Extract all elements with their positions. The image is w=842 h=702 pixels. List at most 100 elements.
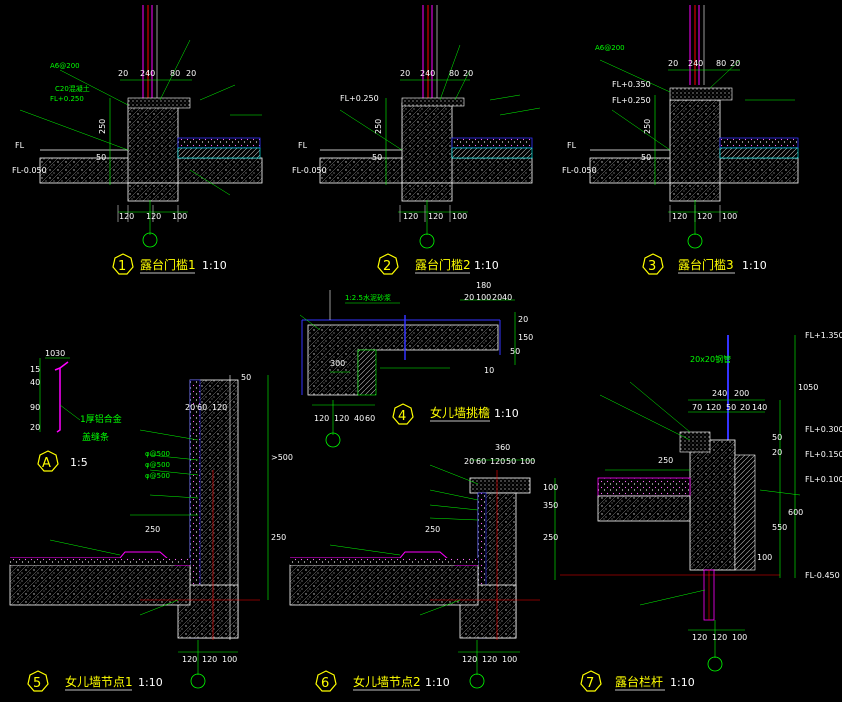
detail-2-label-0: FL+0.250 bbox=[340, 94, 379, 103]
detail-6: 120 120 100 360 20 60 120 50 100 250 350… bbox=[289, 443, 558, 692]
detail-4-dim-side-3: 10 bbox=[484, 366, 494, 375]
detail-6-dim-top-4: 50 bbox=[506, 457, 516, 466]
detail-6-number: 6 bbox=[321, 676, 329, 691]
detail-7-dim-top-0: 240 bbox=[712, 389, 727, 398]
detail-4-title: 女儿墙挑檐 bbox=[430, 405, 490, 420]
detail-3-dim-side-0: 250 bbox=[643, 119, 652, 134]
detail-2-dim-side-0: 250 bbox=[374, 119, 383, 134]
detail-6-dim-bottom-0: 120 bbox=[462, 655, 477, 664]
detail-4-dim-bottom-1: 120 bbox=[334, 414, 349, 423]
detail-3-label-4: FL-0.050 bbox=[562, 166, 597, 175]
detail-a-dim-side-2: 90 bbox=[30, 403, 40, 412]
detail-7: 120 120 100 240 70 120 50 20 140 1050 55… bbox=[560, 331, 842, 692]
detail-5-label-2: φ@500 bbox=[145, 461, 170, 469]
detail-3-dim-bottom-0: 120 bbox=[672, 212, 687, 221]
detail-3-number: 3 bbox=[648, 259, 656, 274]
detail-2-dim-top-3: 20 bbox=[463, 69, 473, 78]
detail-7-dim-top-4: 20 bbox=[740, 403, 750, 412]
detail-7-number: 7 bbox=[586, 676, 594, 691]
detail-3-label-0: A6@200 bbox=[595, 44, 625, 52]
detail-1-label-2: FL+0.250 bbox=[50, 95, 84, 103]
detail-7-dim-side-2: 600 bbox=[788, 508, 803, 517]
detail-5: 120 120 100 20 60 120 50 >500 250 250 φ@… bbox=[9, 373, 293, 692]
detail-2-dim-bottom-0: 120 bbox=[403, 212, 418, 221]
detail-1-scale: 1:10 bbox=[202, 259, 227, 272]
detail-2-dim-side-1: 50 bbox=[372, 153, 382, 162]
detail-1-number: 1 bbox=[118, 259, 126, 274]
detail-6-scale: 1:10 bbox=[425, 676, 450, 689]
detail-2: 20 240 80 20 120 120 100 250 50 FL+0.250… bbox=[292, 5, 541, 275]
detail-6-dim-side-1: 350 bbox=[543, 501, 558, 510]
detail-7-dim-side-5: 20 bbox=[772, 448, 782, 457]
detail-2-dim-bottom-1: 120 bbox=[428, 212, 443, 221]
detail-7-dim-bottom-1: 120 bbox=[712, 633, 727, 642]
detail-4-dim-top-4: 40 bbox=[502, 293, 512, 302]
detail-4-dim-top-2: 100 bbox=[476, 293, 491, 302]
detail-7-dim-side-4: 50 bbox=[772, 433, 782, 442]
detail-4-dim-top-3: 20 bbox=[492, 293, 502, 302]
detail-4-dim-side-2: 50 bbox=[510, 347, 520, 356]
detail-3-dim-top-2: 80 bbox=[716, 59, 726, 68]
detail-3-label-3: FL bbox=[567, 141, 577, 150]
detail-7-label-4: FL+0.100 bbox=[805, 475, 842, 484]
detail-1-title: 露台门槛1 bbox=[140, 257, 196, 272]
detail-2-number: 2 bbox=[383, 259, 391, 274]
detail-6-dim-bottom-2: 100 bbox=[502, 655, 517, 664]
detail-6-dim-top-1: 20 bbox=[464, 457, 474, 466]
detail-7-label-6: 250 bbox=[658, 456, 673, 465]
detail-3-dim-top-3: 20 bbox=[730, 59, 740, 68]
detail-4: 120 120 40 60 180 20 100 20 40 20 150 50… bbox=[299, 281, 533, 448]
detail-5-dim-side-0: >500 bbox=[271, 453, 293, 462]
detail-1-dim-top-2: 80 bbox=[170, 69, 180, 78]
detail-2-dim-bottom-2: 100 bbox=[452, 212, 467, 221]
detail-6-dim-top-5: 100 bbox=[520, 457, 535, 466]
detail-5-dim-bottom-2: 100 bbox=[222, 655, 237, 664]
detail-4-dim-side-0: 20 bbox=[518, 315, 528, 324]
detail-4-dim-bottom-0: 120 bbox=[314, 414, 329, 423]
detail-7-label-7: 200 bbox=[734, 389, 749, 398]
detail-a-dim-side-1: 40 bbox=[30, 378, 40, 387]
detail-7-label-5: FL-0.450 bbox=[805, 571, 840, 580]
detail-3-label-2: FL+0.250 bbox=[612, 96, 651, 105]
detail-5-label-1: φ@500 bbox=[145, 450, 170, 458]
detail-5-dim-top-2: 120 bbox=[212, 403, 227, 412]
detail-7-dim-side-0: 1050 bbox=[798, 383, 818, 392]
detail-7-dim-top-3: 50 bbox=[726, 403, 736, 412]
detail-5-dim-top-3: 50 bbox=[241, 373, 251, 382]
detail-5-dim-top-0: 20 bbox=[185, 403, 195, 412]
detail-a-scale: 1:5 bbox=[70, 456, 88, 469]
detail-a: 10 30 15 40 90 20 1厚铝合金 盖缝条 A 1:5 bbox=[30, 349, 122, 472]
detail-a-title: 1厚铝合金 bbox=[80, 413, 122, 425]
detail-3-scale: 1:10 bbox=[742, 259, 767, 272]
detail-7-label-0: 20x20钢管 bbox=[690, 354, 731, 364]
detail-7-scale: 1:10 bbox=[670, 676, 695, 689]
detail-3-dim-bottom-2: 100 bbox=[722, 212, 737, 221]
detail-5-dim-bottom-0: 120 bbox=[182, 655, 197, 664]
detail-5-scale: 1:10 bbox=[138, 676, 163, 689]
detail-7-title: 露台栏杆 bbox=[615, 674, 663, 689]
detail-5-dim-top-1: 60 bbox=[197, 403, 207, 412]
detail-6-label-0: 250 bbox=[425, 525, 440, 534]
detail-a-subtitle: 盖缝条 bbox=[82, 431, 109, 443]
detail-a-dim-side-0: 15 bbox=[30, 365, 40, 374]
detail-3-dim-top-0: 20 bbox=[668, 59, 678, 68]
detail-4-dim-bottom-2: 40 bbox=[354, 414, 364, 423]
detail-7-dim-side-3: 100 bbox=[757, 553, 772, 562]
detail-7-label-1: FL+1.350 bbox=[805, 331, 842, 340]
detail-3-dim-top-1: 240 bbox=[688, 59, 703, 68]
detail-4-label-0: 1:2.5水泥砂浆 bbox=[345, 293, 391, 302]
detail-4-dim-top-0: 180 bbox=[476, 281, 491, 290]
detail-a-dim-side-3: 20 bbox=[30, 423, 40, 432]
detail-6-dim-top-0: 360 bbox=[495, 443, 510, 452]
detail-4-dim-top-1: 20 bbox=[464, 293, 474, 302]
detail-6-dim-top-2: 60 bbox=[476, 457, 486, 466]
detail-6-dim-side-0: 250 bbox=[543, 533, 558, 542]
detail-4-dim-bottom-3: 60 bbox=[365, 414, 375, 423]
detail-4-label-1: 300 bbox=[330, 359, 345, 368]
detail-3-title: 露台门槛3 bbox=[678, 257, 734, 272]
detail-6-title: 女儿墙节点2 bbox=[353, 674, 421, 689]
detail-1-dim-top-3: 20 bbox=[186, 69, 196, 78]
detail-6-dim-side-2: 100 bbox=[543, 483, 558, 492]
detail-7-dim-top-5: 140 bbox=[752, 403, 767, 412]
detail-2-label-2: FL-0.050 bbox=[292, 166, 327, 175]
